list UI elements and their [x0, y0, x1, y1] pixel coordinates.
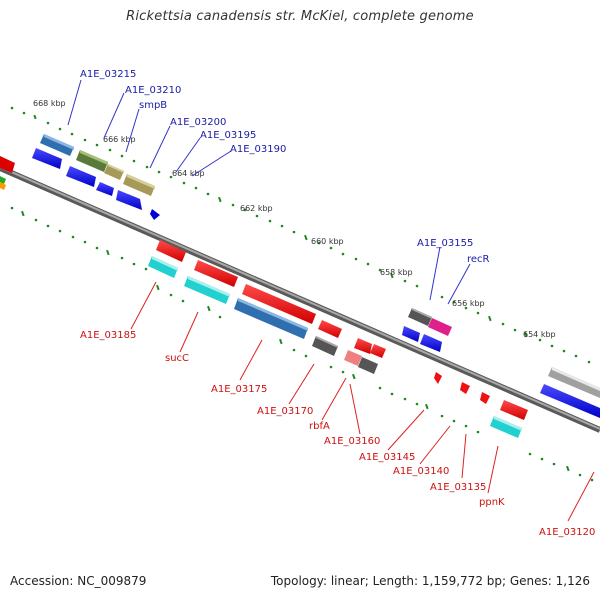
kbp-marker: 662 kbp — [240, 204, 273, 213]
gene-right-edge-forward[interactable] — [540, 367, 600, 418]
gene-label: A1E_03155 — [417, 238, 473, 249]
gene-a1e-03210[interactable] — [76, 150, 108, 172]
gene-smpb[interactable] — [104, 164, 124, 180]
reverse-label-leaders — [130, 281, 595, 522]
kbp-marker: 668 kbp — [33, 99, 66, 108]
gene-label: A1E_03190 — [230, 144, 286, 155]
gene-label: A1E_03200 — [170, 117, 226, 128]
accession-text: Accession: NC_009879 — [10, 574, 147, 588]
gene-label: rbfA — [309, 421, 330, 432]
gene-recr[interactable] — [420, 318, 452, 352]
kbp-marker: 664 kbp — [172, 169, 205, 178]
gene-label: smpB — [139, 100, 167, 111]
gene-rbfa[interactable] — [318, 320, 362, 366]
gene-feature-left-edge[interactable] — [0, 156, 15, 190]
gene-a1e-03185[interactable] — [148, 240, 186, 278]
kbp-markers: 668 kbp 666 kbp 664 kbp 662 kbp 660 kbp … — [33, 99, 556, 339]
gene-ppnk[interactable] — [490, 400, 528, 438]
gene-label: A1E_03215 — [80, 69, 136, 80]
kbp-marker: 660 kbp — [311, 237, 344, 246]
gene-label: A1E_03175 — [211, 384, 267, 395]
gene-label: A1E_03160 — [324, 436, 380, 447]
reverse-gene-labels: A1E_03185 sucC A1E_03175 A1E_03170 rbfA … — [80, 330, 595, 538]
gene-succ[interactable] — [184, 260, 238, 304]
gene-a1e-03170[interactable] — [242, 284, 338, 356]
reverse-ruler — [10, 206, 594, 482]
page-title: Rickettsia canadensis str. McKiel, compl… — [126, 9, 474, 24]
gene-label: ppnK — [479, 497, 505, 508]
forward-label-leaders — [67, 79, 471, 305]
gene-label: A1E_03120 — [539, 527, 595, 538]
gene-a1e-03140[interactable] — [460, 382, 470, 394]
gene-label: A1E_03210 — [125, 85, 181, 96]
gene-label: recR — [467, 254, 490, 265]
gene-a1e-03145[interactable] — [434, 372, 442, 384]
gene-label: A1E_03185 — [80, 330, 136, 341]
kbp-marker: 654 kbp — [523, 330, 556, 339]
gene-a1e-03155[interactable] — [402, 308, 432, 342]
kbp-marker: 656 kbp — [452, 299, 485, 308]
gene-a1e-03215-b[interactable] — [32, 148, 62, 169]
gene-a1e-03195[interactable] — [66, 166, 114, 196]
gene-label: A1E_03140 — [393, 466, 449, 477]
forward-gene-labels: A1E_03215 A1E_03210 smpB A1E_03200 A1E_0… — [80, 69, 490, 265]
gene-label: sucC — [165, 353, 189, 364]
gene-a1e-03190[interactable] — [116, 190, 160, 220]
genome-summary-text: Topology: linear; Length: 1,159,772 bp; … — [270, 574, 590, 588]
gene-a1e-03175[interactable] — [234, 298, 308, 339]
gene-a1e-03160[interactable] — [354, 338, 386, 374]
kbp-marker: 666 kbp — [103, 135, 136, 144]
kbp-marker: 658 kbp — [380, 268, 413, 277]
gene-a1e-03215[interactable] — [40, 134, 74, 156]
gene-label: A1E_03135 — [430, 482, 486, 493]
forward-ruler — [10, 106, 591, 364]
gene-a1e-03135[interactable] — [480, 392, 490, 404]
gene-label: A1E_03170 — [257, 406, 313, 417]
gene-a1e-03200[interactable] — [123, 174, 155, 196]
gene-label: A1E_03195 — [200, 130, 256, 141]
genome-backbone — [0, 165, 600, 433]
gene-label: A1E_03145 — [359, 452, 415, 463]
